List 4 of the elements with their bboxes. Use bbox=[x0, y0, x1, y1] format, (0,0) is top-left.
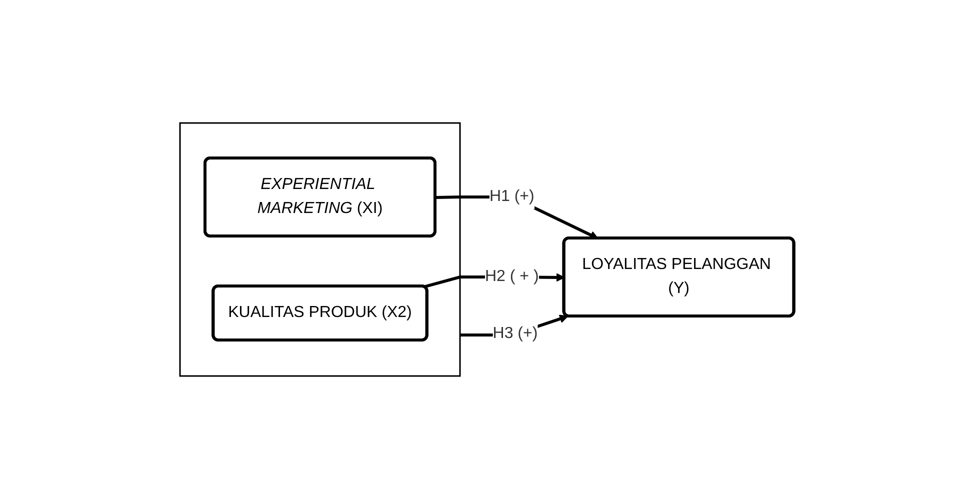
edge-label: H2 ( + ) bbox=[484, 268, 538, 284]
edge-label: H1 (+) bbox=[489, 188, 534, 204]
cluster bbox=[178, 122, 460, 376]
edge-label: H3 (+) bbox=[492, 324, 538, 342]
